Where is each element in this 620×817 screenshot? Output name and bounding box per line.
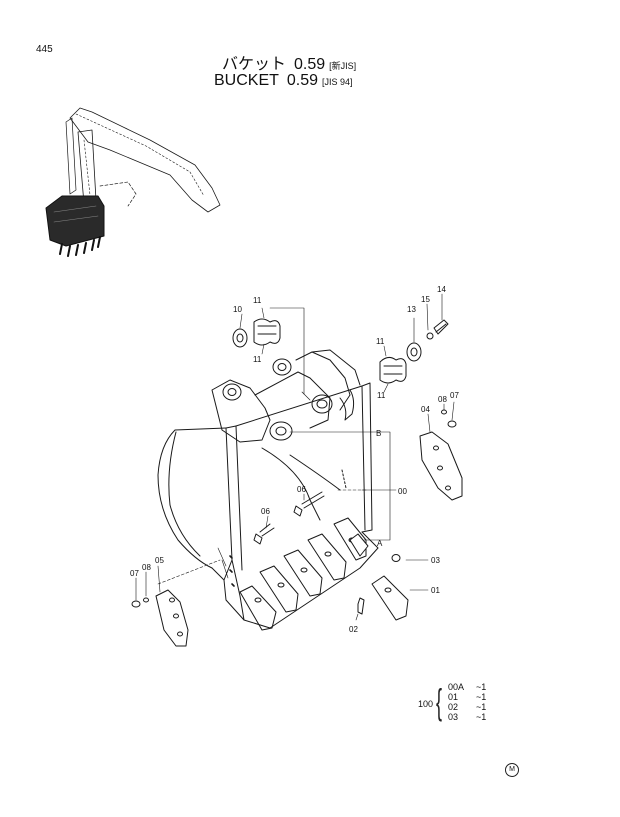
callout-11-a: 11 (253, 296, 262, 305)
page-number: 445 (36, 44, 53, 55)
qty-row: 03 ~1 (448, 712, 498, 722)
title-en-main: BUCKET (214, 72, 279, 89)
title-en-value: 0.59 (286, 72, 319, 89)
callout-11-d: 11 (377, 391, 386, 400)
callout-15: 15 (421, 295, 430, 304)
callout-03: 03 (431, 556, 440, 565)
qty-code: 02 (448, 702, 459, 712)
pin-bushings-right (379, 319, 449, 384)
callout-07-right: 07 (450, 391, 459, 400)
callout-14: 14 (437, 285, 446, 294)
bucket-bracket (211, 349, 361, 443)
callout-10: 10 (233, 305, 242, 314)
callout-01: 01 (431, 586, 440, 595)
qty-row: 01 ~1 (448, 692, 498, 702)
side-cutter-right (419, 431, 463, 501)
callout-06-upper: 06 (297, 485, 306, 494)
callout-02: 02 (349, 625, 358, 634)
callout-A: A (377, 539, 383, 548)
callout-06-lower: 06 (261, 507, 270, 516)
callout-13: 13 (407, 305, 416, 314)
pin-bushings-left (232, 318, 281, 348)
qty-brace: { (436, 681, 443, 722)
title-jp-value: 0.59 (294, 56, 326, 73)
qty-rows: 00A ~1 01 ~1 02 ~1 03 ~1 (448, 682, 498, 722)
callout-04: 04 (421, 405, 430, 414)
callout-00: 00 (398, 487, 407, 496)
callout-07-left: 07 (130, 569, 139, 578)
circled-m-mark: M (505, 763, 519, 777)
side-cutter-left (155, 589, 189, 647)
qty-value: ~1 (476, 712, 487, 722)
qty-row: 02 ~1 (448, 702, 498, 712)
separate-tooth (357, 554, 409, 621)
callout-08-left: 08 (142, 563, 151, 572)
qty-value: ~1 (476, 682, 487, 692)
fasteners (131, 409, 457, 608)
callout-B: B (376, 429, 381, 438)
qty-row: 00A ~1 (448, 682, 498, 692)
leader-lines (135, 293, 455, 621)
qty-main-code: 100 (418, 699, 434, 709)
qty-code: 03 (448, 712, 459, 722)
callout-05: 05 (155, 556, 164, 565)
callout-11-b: 11 (253, 355, 262, 364)
callout-labels: 10 11 11 11 11 13 15 14 B 00 A 04 08 07 … (130, 285, 459, 634)
pin-02-shape (357, 597, 365, 615)
title-english: BUCKET 0.59[JIS 94] (214, 72, 353, 90)
bucket-body (157, 382, 379, 629)
lock-03-shape (391, 554, 401, 562)
title-en-sub: [JIS 94] (322, 77, 353, 87)
bucket-teeth (239, 517, 369, 631)
excavator-arm-thumbnail (45, 107, 221, 257)
title-jp-main: バケット (222, 56, 287, 73)
callout-08-right: 08 (438, 395, 447, 404)
callout-11-c: 11 (376, 337, 385, 346)
qty-value: ~1 (476, 692, 487, 702)
qty-code: 00A (448, 682, 465, 692)
title-japanese: バケット 0.59[新JIS] (222, 50, 356, 74)
title-jp-sub: [新JIS] (329, 61, 357, 71)
qty-value: ~1 (476, 702, 487, 712)
qty-code: 01 (448, 692, 459, 702)
